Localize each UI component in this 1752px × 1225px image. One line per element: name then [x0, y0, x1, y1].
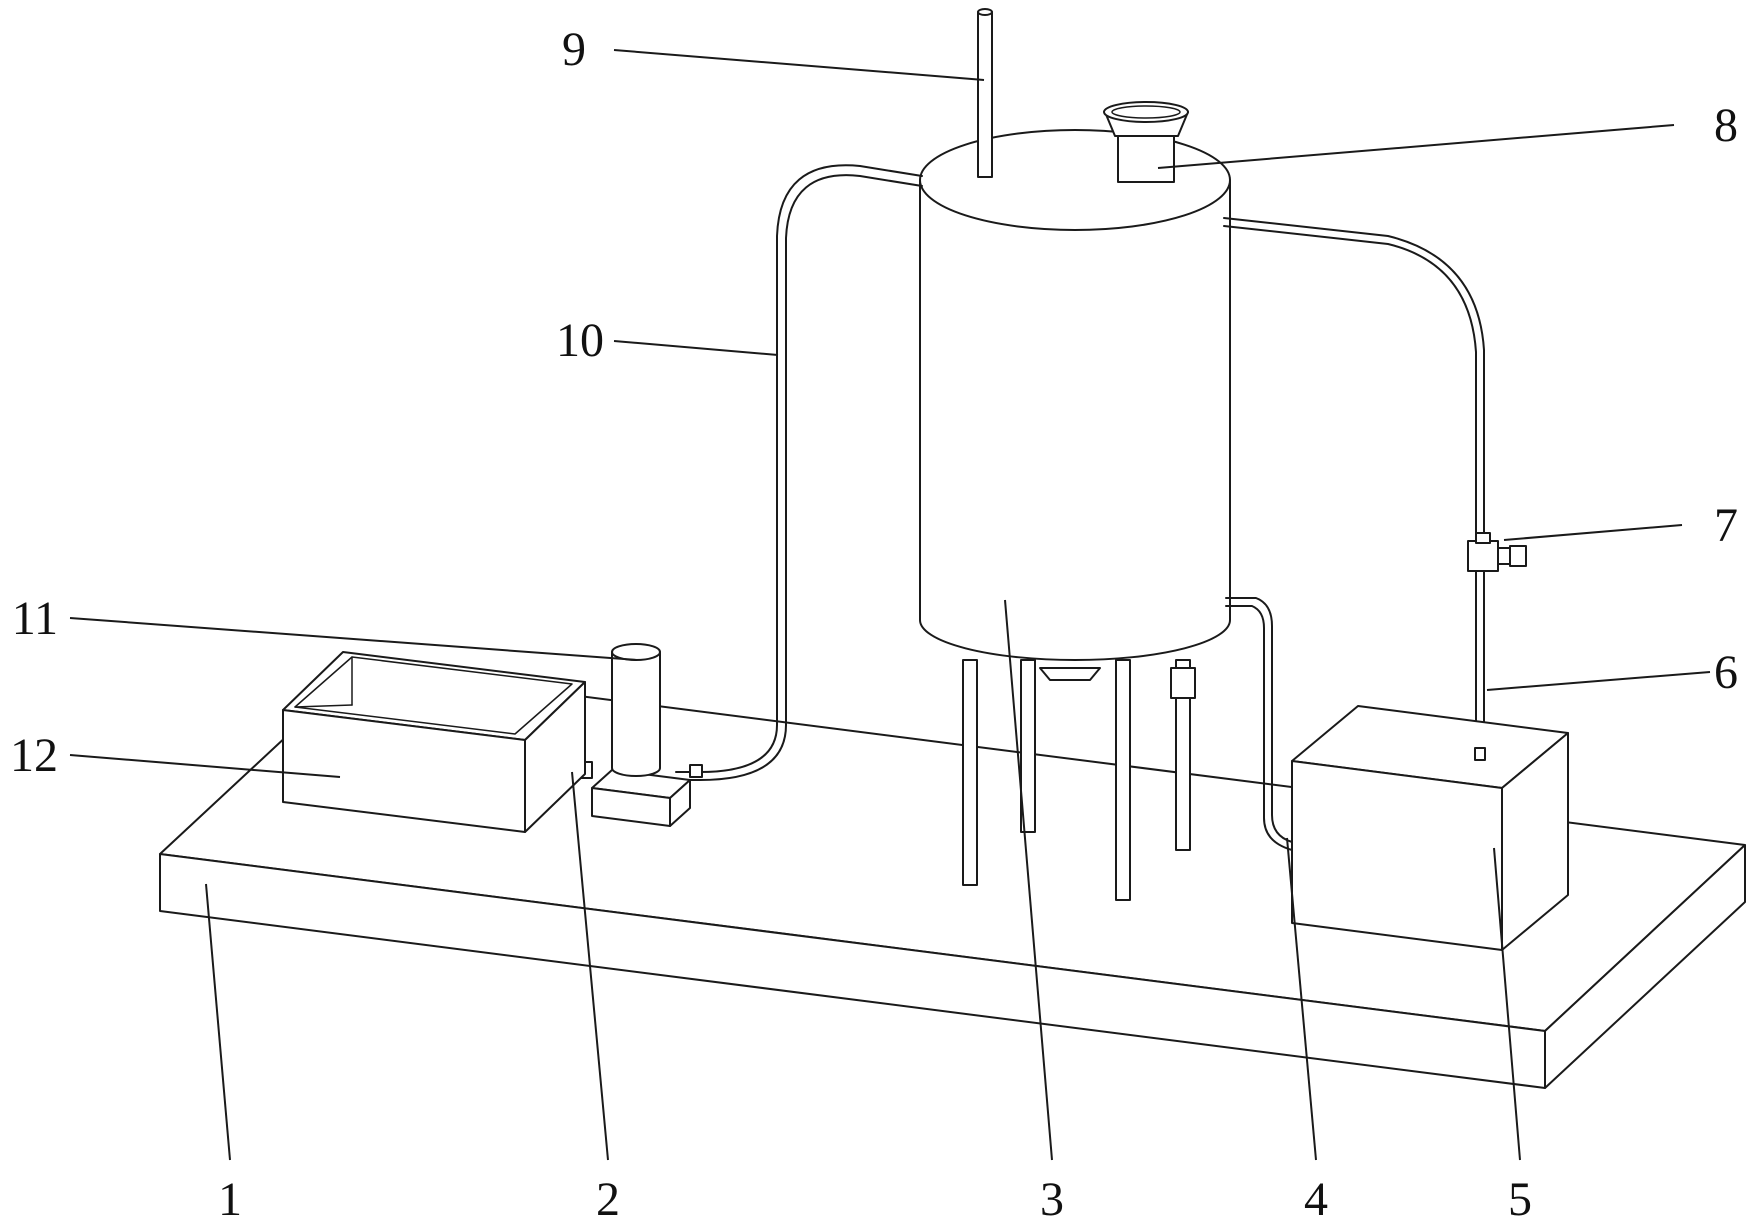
label-3: 3 [1040, 1173, 1064, 1225]
label-4: 4 [1304, 1173, 1328, 1225]
collection-box [1292, 706, 1568, 950]
vent-pipe [978, 9, 992, 177]
label-2: 2 [596, 1173, 620, 1225]
label-10: 10 [556, 314, 604, 367]
inlet-pipe [676, 165, 922, 780]
raw-material-tank [283, 652, 585, 832]
reaction-tank [920, 130, 1230, 660]
label-9: 9 [562, 23, 586, 76]
label-7: 7 [1714, 499, 1738, 552]
label-8: 8 [1714, 99, 1738, 152]
label-1: 1 [218, 1173, 242, 1225]
label-11: 11 [12, 592, 58, 645]
label-12: 12 [10, 729, 58, 782]
label-5: 5 [1508, 1173, 1532, 1225]
label-6: 6 [1714, 646, 1738, 699]
